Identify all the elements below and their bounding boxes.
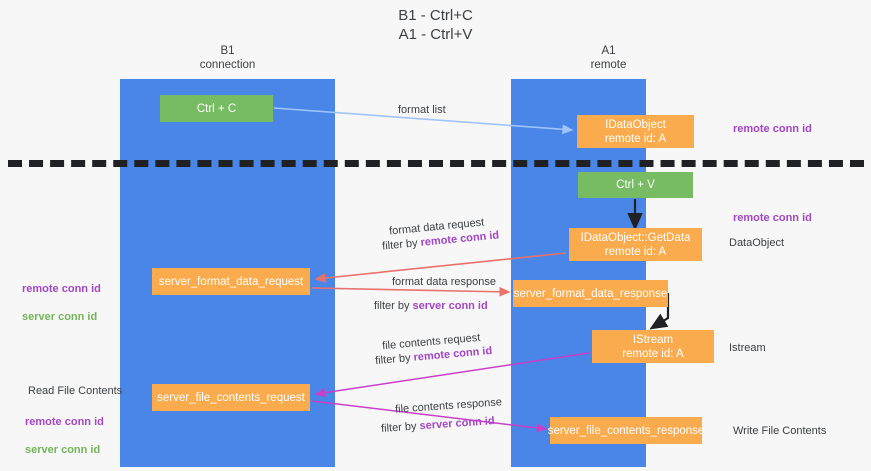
node-istream[interactable]: IStream remote id: A [592,330,714,363]
node-idataobject[interactable]: IDataObject remote id: A [577,115,694,148]
edge-label-file-contents-response-filter: filter by server conn id [381,414,495,436]
node-server-format-data-request[interactable]: server_format_data_request [152,268,310,295]
annotation-server-conn-id: server conn id [22,311,98,323]
annotation-write-file-contents: Write File Contents [733,425,827,437]
annotation-remote-conn-id: remote conn id [25,416,104,428]
filter-key-server-conn-id: server conn id [419,415,495,433]
node-idataobject-getdata[interactable]: IDataObject::GetData remote id: A [569,228,702,261]
edge-label-format-data-response-filter: filter by server conn id [374,299,488,313]
annotation-remote-conn-id-mid: remote conn id [733,212,812,224]
node-ctrl-c[interactable]: Ctrl + C [160,95,273,122]
filter-prefix: filter by [374,300,413,312]
annotation-remote-conn-id: remote conn id [22,283,101,295]
filter-prefix: filter by [381,236,422,253]
annotation-read-file-contents: Read File Contents [28,385,123,397]
annotation-server-conn-id: server conn id [25,444,101,456]
phase-divider [8,160,864,167]
filter-key-server-conn-id: server conn id [412,300,488,312]
annotation-remote-conn-id-top: remote conn id [733,123,812,135]
annotation-istream: Istream [729,342,766,354]
lane-header-a1: A1 remote [590,45,627,71]
edge-label-format-list: format list [398,104,446,116]
node-ctrl-v[interactable]: Ctrl + V [578,172,693,198]
annotation-left-conn-ids-bottom: remote conn id server conn id [25,401,104,471]
node-server-file-contents-request[interactable]: server_file_contents_request [152,384,310,411]
page-title: B1 - Ctrl+C A1 - Ctrl+V [398,7,473,43]
filter-prefix: filter by [374,351,415,368]
node-server-file-contents-response[interactable]: server_file_contents_response [548,417,704,444]
annotation-left-conn-ids-top: remote conn id server conn id [22,268,101,338]
filter-prefix: filter by [380,420,420,435]
edge-label-format-data-response: format data response [392,276,496,288]
node-server-format-data-response[interactable]: server_format_data_response [513,280,668,307]
lane-header-b1: B1 connection [199,45,256,71]
annotation-dataobject: DataObject [729,237,785,249]
edge-label-file-contents-response: file contents response [394,396,503,416]
